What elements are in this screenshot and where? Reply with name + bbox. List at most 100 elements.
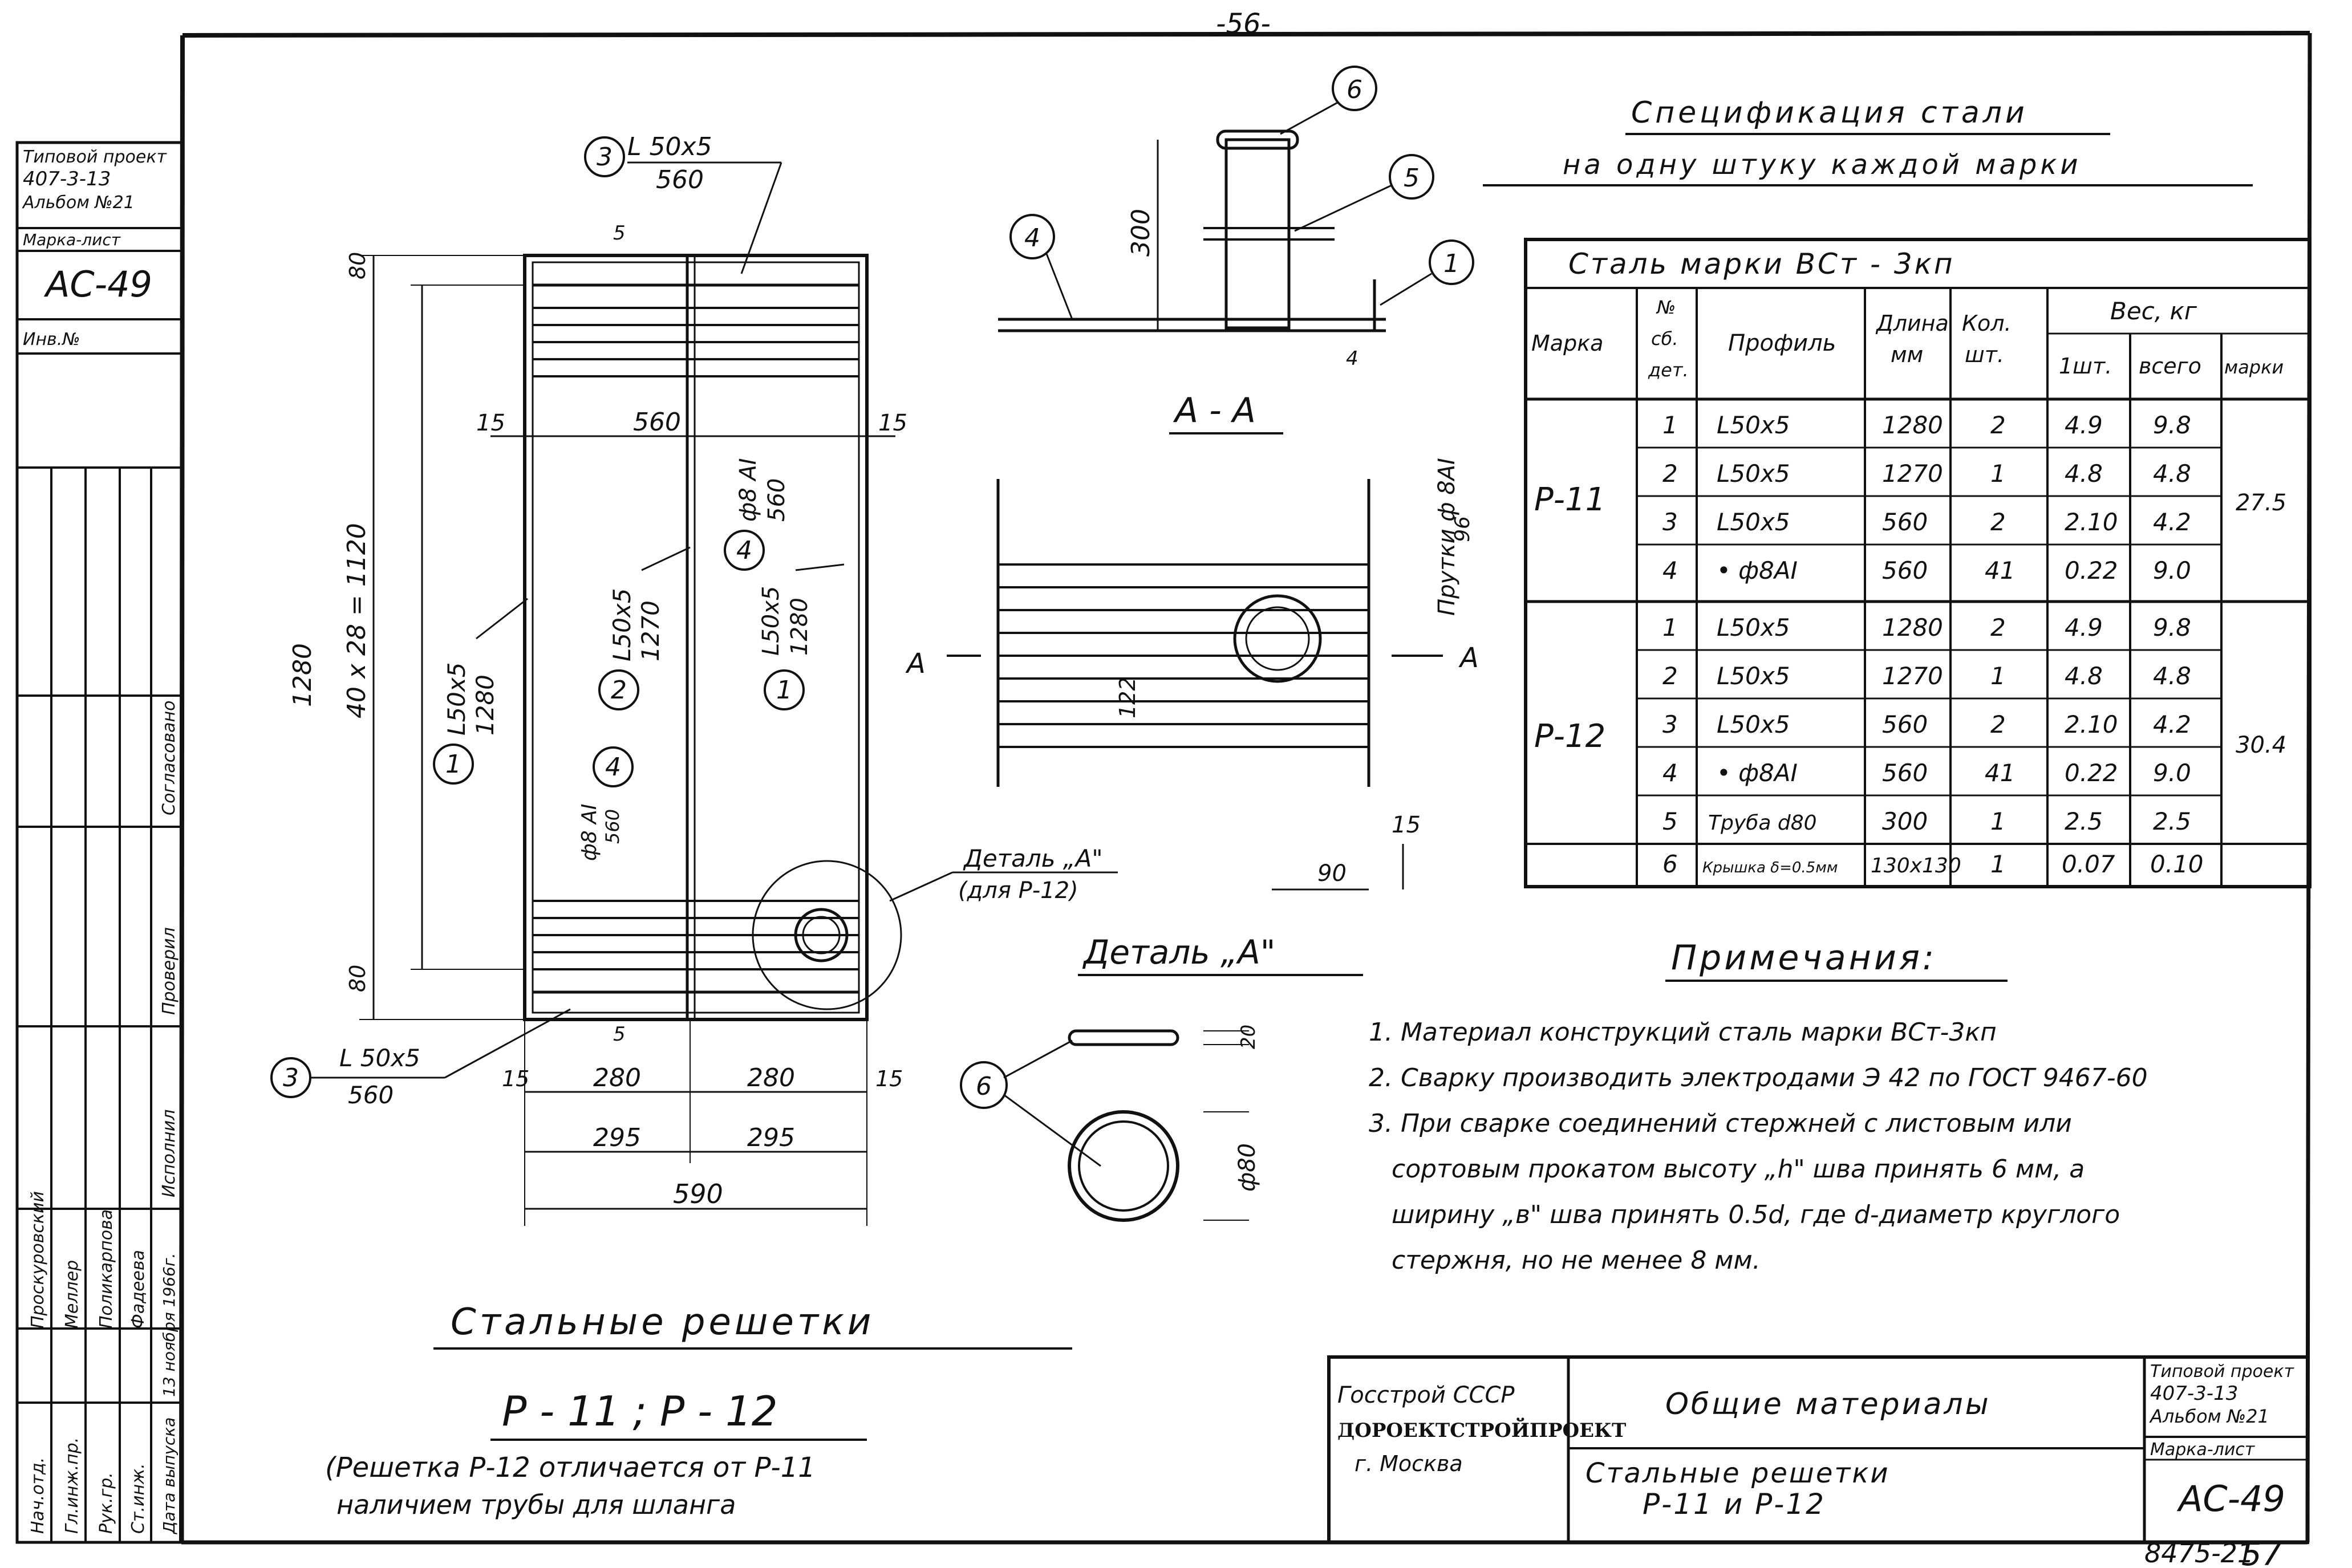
spec-cell-w1: 2.10 [2065, 710, 2118, 738]
spec-cell-no: 2 [1662, 662, 1678, 690]
spec-cell-wall: 4.2 [2153, 508, 2191, 536]
spec-col-qty-1: Кол. [1962, 311, 2012, 336]
dim-height-inner: 40 x 28 = 1120 [342, 523, 371, 718]
grate-plan [523, 254, 902, 1021]
spec-cell-profile: L50x5 [1717, 411, 1790, 439]
spec-cell-qty: 1 [1990, 850, 2006, 878]
dim-295-right: 295 [747, 1123, 795, 1152]
section-dim-15: 15 [1392, 812, 1421, 838]
section-dim-4: 4 [1346, 347, 1359, 370]
callout-profile: ф8 АI [735, 458, 761, 522]
spec-cell-profile: • ф8АI [1717, 556, 1798, 584]
callout-1-left: 1 L50x5 1280 [433, 598, 528, 785]
spec-col-weight-all: всего [2139, 354, 2201, 379]
spec-col-weight: Вес, кг [2110, 297, 2197, 325]
stamp-project-line3: Альбом №21 [22, 193, 135, 213]
callout-number: 6 [1347, 75, 1362, 104]
spec-row: 1 L50x5 1280 2 4.9 9.8 [1662, 614, 2191, 641]
title-subject: Общие материалы [1665, 1387, 1991, 1421]
notes-line: ширину „в" шва принять 0.5d, где d-диаме… [1392, 1200, 2120, 1229]
top-page-number: -56- [1216, 8, 1271, 40]
section-title: А - А [1173, 391, 1256, 430]
detail-a-dim-80: ф80 [1234, 1143, 1260, 1192]
callout-length: 560 [348, 1081, 394, 1109]
spec-row: 3 L50x5 560 2 2.10 4.2 [1662, 710, 2191, 738]
section-top-pipe [998, 129, 1386, 332]
detail-a-title: Деталь „А" [1082, 933, 1275, 972]
spec-cell-no: 1 [1662, 614, 1678, 641]
title-drawing-line1: Стальные решетки [1585, 1457, 1890, 1489]
callout-profile: L50x5 [443, 663, 471, 736]
spec-col-no-1: № [1656, 296, 1676, 318]
spec-cell-length: 560 [1882, 759, 1928, 787]
spec-cell-qty: 2 [1990, 710, 2006, 738]
section-dim-300: 300 [1126, 209, 1155, 257]
spec-cell-w1: 4.9 [2065, 614, 2103, 641]
dim-width-560: 560 [633, 408, 681, 437]
dim-295-left: 295 [593, 1123, 641, 1152]
section-arrow-a-right: А [1458, 642, 1479, 674]
callout-number: 5 [1404, 164, 1420, 193]
spec-total-p11: 27.5 [2236, 490, 2286, 516]
spec-row: 6 Крышка δ=0.5мм 130x130 1 0.07 0.10 [1662, 850, 2204, 878]
stamp-row-name: Фадеева [128, 1250, 148, 1329]
stamp-row-role: Рук.гр. [96, 1472, 116, 1534]
detail-callout-line2: (для Р-12) [958, 878, 1078, 904]
spec-col-qty-2: шт. [1965, 342, 2004, 367]
stamp-row-name: 13 ноября 1966г. [160, 1253, 179, 1397]
title-block-grid [1327, 1355, 2309, 1544]
title-org-2: ДОРОЕКТСТРОЙПРОЕКТ [1337, 1417, 1626, 1442]
spec-mark-p11: Р-11 [1534, 481, 1605, 518]
spec-cell-w1: 4.9 [2065, 411, 2103, 439]
spec-cell-profile: Крышка δ=0.5мм [1702, 859, 1838, 876]
spec-row: 1 L50x5 1280 2 4.9 9.8 [1662, 411, 2191, 439]
callout-4-mid: 4 ф8 АI 560 [578, 746, 634, 861]
spec-title-line2: на одну штуку каждой марки [1563, 149, 2082, 181]
spec-col-no-2: сб. [1651, 328, 1678, 350]
callout-profile: L50x5 [608, 588, 636, 661]
callout-2: 2 L50x5 1270 [598, 546, 691, 710]
callout-profile: L50x5 [758, 586, 784, 656]
spec-cell-w1: 4.8 [2065, 662, 2103, 690]
dim-total-590: 590 [673, 1179, 723, 1209]
notes-line: сортовым прокатом высоту „h" шва принять… [1392, 1155, 2085, 1184]
callout-length: 1280 [786, 598, 813, 656]
stamp-vertical-note: Исполнил [159, 1110, 179, 1197]
section-dim-96: 96 [1449, 516, 1473, 542]
grate-title: Стальные решетки [451, 1301, 874, 1343]
grate-note-line1: (Решетка Р-12 отличается от Р-11 [325, 1452, 816, 1484]
section-rod-label: Прутки ф 8АI [1434, 458, 1460, 616]
spec-cell-qty: 41 [1985, 759, 2015, 787]
spec-cell-length: 1280 [1882, 411, 1943, 439]
callout-4-right: 4 ф8 АI 560 [724, 458, 790, 571]
spec-cell-no: 5 [1662, 807, 1678, 835]
spec-cell-w1: 2.5 [2065, 807, 2103, 835]
callout-length: 560 [656, 165, 704, 194]
spec-row: 2 L50x5 1270 1 4.8 4.8 [1662, 460, 2191, 488]
dim-small-5-bottom: 5 [613, 1023, 626, 1046]
spec-cell-wall: 9.0 [2153, 556, 2191, 584]
dim-side-15-bottom-left: 15 [502, 1066, 529, 1091]
spec-cell-qty: 2 [1990, 508, 2006, 536]
spec-row: 4 • ф8АI 560 41 0.22 9.0 [1662, 556, 2191, 584]
stamp-vertical-note: Согласовано [159, 700, 179, 815]
spec-cell-qty: 1 [1990, 460, 2006, 488]
spec-cell-no: 4 [1662, 556, 1678, 584]
section-callout-4: 4 [1009, 214, 1073, 320]
spec-col-mark: Марка [1531, 331, 1603, 356]
callout-number: 1 [445, 750, 461, 779]
title-org-3: г. Москва [1355, 1451, 1463, 1476]
notes-line: стержня, но не менее 8 мм. [1392, 1246, 1761, 1275]
stamp-row-role: Гл.инж.пр. [62, 1437, 82, 1534]
spec-cell-wall: 0.10 [2150, 850, 2204, 878]
callout-number: 3 [283, 1063, 299, 1092]
spec-title-line1: Спецификация стали [1631, 96, 2028, 130]
section-aa-view [947, 479, 1443, 787]
left-stamp [15, 141, 184, 1544]
callout-number: 2 [611, 676, 627, 705]
notes-line: 1. Материал конструкций сталь марки ВСт-… [1369, 1018, 1997, 1047]
title-project-line1: Типовой проект [2150, 1362, 2294, 1382]
stamp-project-line2: 407-3-13 [23, 168, 111, 190]
spec-row: 3 L50x5 560 2 2.10 4.2 [1662, 508, 2191, 536]
section-callout-6: 6 [1280, 66, 1377, 135]
